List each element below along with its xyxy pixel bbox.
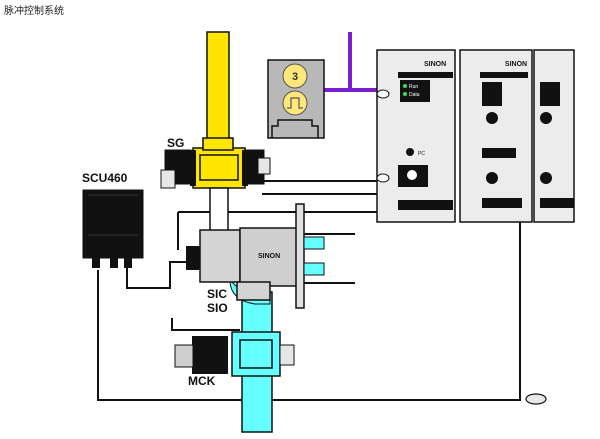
control-wiring (97, 180, 521, 401)
indicator-box: 3 (267, 59, 325, 139)
pulse-waveform-icon (287, 97, 303, 109)
rack-run-label: Run (409, 84, 418, 90)
sg-valve (160, 137, 271, 189)
sic-valve-body: SINON (186, 203, 355, 309)
connector-plug-icon (525, 393, 547, 405)
label-sg: SG (167, 136, 184, 150)
connector-pipe (209, 187, 229, 234)
indicator-digit: 3 (292, 71, 298, 83)
control-rack: SINON Run Data PC SINON (376, 49, 575, 223)
page-title: 脉冲控制系统 (4, 6, 64, 17)
rack-pc-label: PC (418, 151, 425, 157)
label-sio: SIO (207, 301, 228, 315)
yellow-pipe (206, 31, 230, 151)
rack-brand-2: SINON (505, 61, 527, 68)
label-scu460: SCU460 (82, 171, 128, 185)
mck-valve (174, 331, 295, 377)
rack-brand-1: SINON (424, 61, 446, 68)
label-sic: SIC (207, 287, 227, 301)
rack-data-label: Data (409, 92, 420, 98)
valve-brand: SINON (258, 253, 280, 260)
scu460-controller (82, 189, 144, 268)
label-mck: MCK (188, 374, 216, 388)
